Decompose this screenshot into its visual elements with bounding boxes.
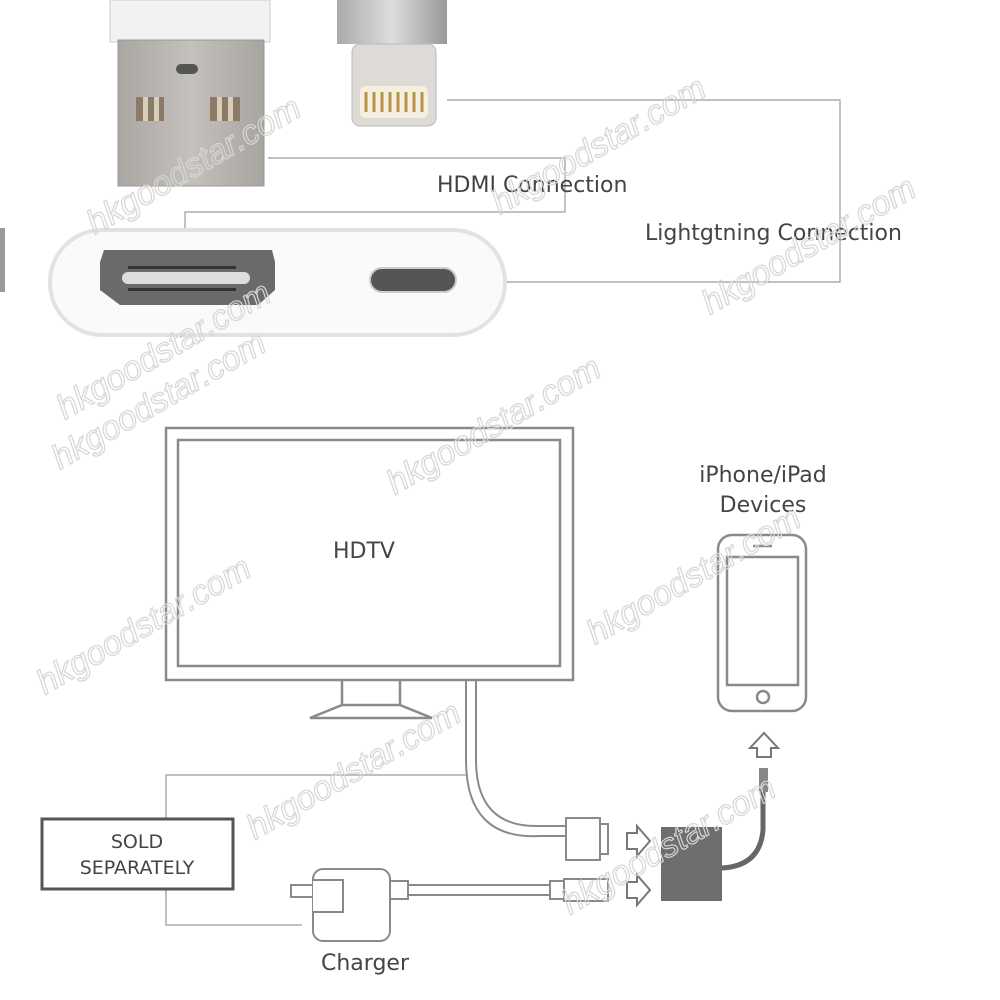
svg-text:hkgoodstar.com: hkgoodstar.com <box>485 69 712 222</box>
devices-label-line2: Devices <box>720 493 807 518</box>
charger-illustration <box>290 868 609 942</box>
usb-plug-illustration <box>109 0 271 187</box>
arrow-icons <box>626 731 781 908</box>
lightning-plug-illustration <box>337 0 447 127</box>
arrow-right-icon <box>626 823 652 859</box>
arrow-up-icon <box>747 731 781 758</box>
adapter-box <box>661 827 722 901</box>
adapter-cable <box>721 790 766 871</box>
devices-label-line1: iPhone/iPad <box>699 463 827 488</box>
iphone-illustration <box>716 533 808 713</box>
hdtv-illustration <box>164 426 575 720</box>
svg-text:hkgoodstar.com: hkgoodstar.com <box>580 499 807 652</box>
hdtv-label: HDTV <box>333 539 395 564</box>
sold-separately-box <box>40 817 235 891</box>
lightning-connection-label: Lightgtning Connection <box>645 221 902 246</box>
adapter-illustration <box>0 228 507 337</box>
sold-label-line2: SEPARATELY <box>80 857 195 879</box>
arrow-right-icon <box>626 872 652 908</box>
svg-text:hkgoodstar.com: hkgoodstar.com <box>240 694 467 847</box>
callout-lines <box>184 99 841 283</box>
lightning-port <box>369 267 457 293</box>
hdmi-cable <box>465 680 609 861</box>
hdmi-connection-label: HDMI Connection <box>437 173 627 198</box>
sold-label-line1: SOLD <box>111 831 163 853</box>
lightning-connector <box>759 768 768 792</box>
charger-label: Charger <box>321 951 410 976</box>
